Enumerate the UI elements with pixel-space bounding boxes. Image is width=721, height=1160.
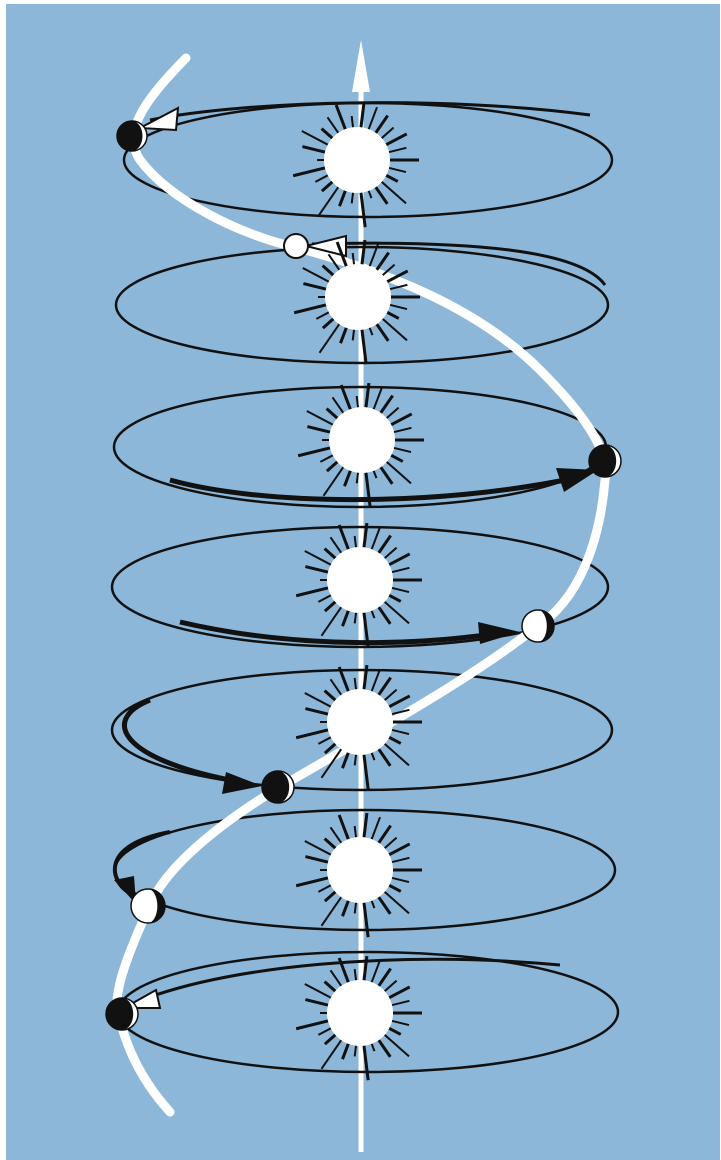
planet-icon [106, 998, 138, 1030]
sun-disk [325, 264, 391, 330]
planet-icon [131, 889, 165, 923]
sun-disk [327, 689, 393, 755]
planet-icon [262, 771, 294, 803]
planet-icon [117, 121, 147, 151]
planet-disk [284, 234, 308, 258]
sun-disk [327, 980, 393, 1046]
sun-disk [327, 837, 393, 903]
planet-icon [284, 234, 308, 258]
planet-icon [589, 445, 621, 477]
sun-disk [329, 407, 395, 473]
sun-disk [324, 127, 390, 193]
planet-icon [522, 610, 554, 642]
sun-disk [327, 547, 393, 613]
